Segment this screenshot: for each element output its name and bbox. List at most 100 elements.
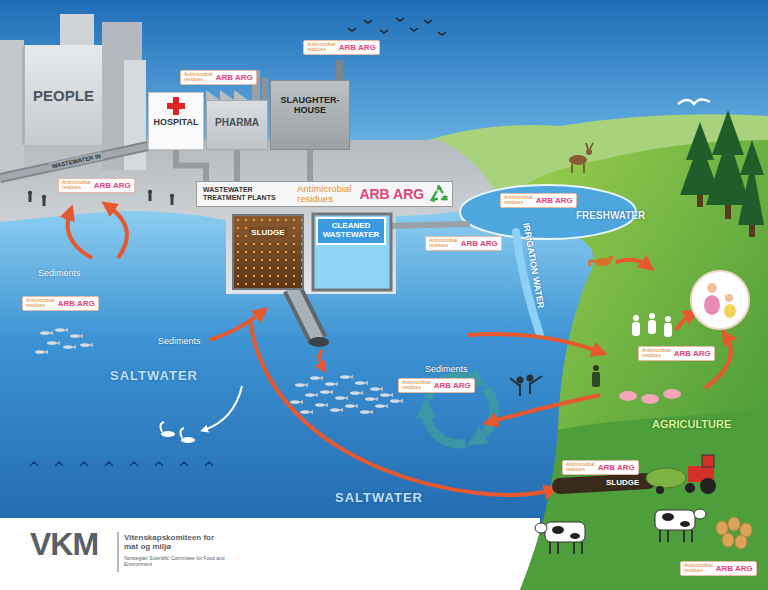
region-label: SALTWATER xyxy=(335,490,423,505)
outflow-pipe xyxy=(386,224,470,226)
pharma-factory: PHARMA xyxy=(206,100,268,150)
worker xyxy=(632,322,640,336)
building-label: SLAUGHTER- HOUSE xyxy=(274,95,346,116)
fish-school xyxy=(365,397,378,401)
logo-subtitle: Vitenskapskomiteen for mat og miljø xyxy=(124,534,220,552)
logo-text: VKM xyxy=(30,528,98,560)
cow-patch xyxy=(662,513,674,521)
wastewater-pipe xyxy=(0,146,148,178)
person xyxy=(28,191,32,195)
tree-trunk xyxy=(749,225,755,237)
waves xyxy=(30,462,213,466)
deer xyxy=(569,143,593,173)
drain-pipe xyxy=(176,150,206,181)
resistance-text: ARB ARG xyxy=(434,381,471,390)
fish-school xyxy=(55,328,68,332)
farmer xyxy=(592,372,600,387)
chimney xyxy=(336,60,343,82)
residue-text: Antimicrobial residues xyxy=(402,380,431,391)
resistance-text: ARB ARG xyxy=(461,239,498,248)
recycle-arrows xyxy=(426,376,494,444)
resistance-text: ARB ARG xyxy=(674,349,711,358)
swan xyxy=(180,428,184,438)
deer xyxy=(572,143,593,173)
chimney xyxy=(262,78,268,100)
residue-text: Antimicrobial residues xyxy=(62,180,91,191)
cow-head xyxy=(694,509,706,519)
pasture xyxy=(520,410,768,590)
seagull xyxy=(678,99,710,104)
residue-text: Antimicrobial residues xyxy=(429,238,458,249)
child xyxy=(724,304,736,318)
wheel xyxy=(656,486,664,494)
hospital-building: HOSPITAL xyxy=(148,92,204,150)
deer xyxy=(586,149,592,155)
fox xyxy=(609,256,614,261)
logo-subtitle: Norwegian Scientific Committee for Food … xyxy=(124,556,234,568)
fish-school xyxy=(315,403,328,407)
tractor-cab xyxy=(702,455,714,467)
fish-school xyxy=(325,382,338,386)
flow-arrow xyxy=(319,350,323,368)
sediment-label: Sediments xyxy=(425,364,468,374)
migration-arrow xyxy=(204,386,242,430)
pig xyxy=(641,394,659,404)
farmer xyxy=(592,365,600,387)
resistance-text: ARB ARG xyxy=(716,564,753,573)
cow xyxy=(655,510,695,530)
egg xyxy=(735,535,747,549)
wheel xyxy=(685,483,695,493)
flow-arrow xyxy=(490,395,600,422)
fish-school xyxy=(305,393,318,397)
residue-badge: Antimicrobial residuesARB ARG xyxy=(303,40,380,55)
fish-school xyxy=(70,334,83,338)
flow-arrow xyxy=(676,314,692,330)
stream-label: IRRIGATION WATER xyxy=(521,222,546,309)
recycle-symbol xyxy=(432,187,446,199)
fish-school xyxy=(330,408,343,412)
cows xyxy=(535,509,706,554)
resistance-text: ARB ARG xyxy=(58,299,95,308)
fisherman xyxy=(518,378,523,383)
residue-text: Antimicrobial residues xyxy=(26,298,55,309)
residue-text: Antimicrobial residues xyxy=(297,184,351,204)
person xyxy=(171,198,174,205)
mother-and-child xyxy=(691,271,749,329)
flow-arrow xyxy=(68,212,92,258)
residue-badge: Antimicrobial residuesARB ARG xyxy=(680,561,757,576)
fish-school xyxy=(35,328,403,414)
resistance-text: ARB ARG xyxy=(598,463,635,472)
residue-badge: Antimicrobial residuesARB ARG xyxy=(58,178,135,193)
deer xyxy=(569,155,587,165)
fish-school xyxy=(295,383,308,387)
recycle-arrow xyxy=(477,388,494,439)
logo-ground xyxy=(0,518,540,590)
swan xyxy=(160,422,164,432)
fish-school xyxy=(390,399,403,403)
tree-trunk xyxy=(725,205,731,219)
worker xyxy=(648,320,656,334)
flow-arrow xyxy=(250,320,552,495)
worker xyxy=(649,313,655,319)
outlet-pipe xyxy=(292,288,318,340)
tank-label: CLEANED WASTEWATER xyxy=(320,222,382,240)
workers xyxy=(632,313,672,337)
fish-school xyxy=(370,387,383,391)
fish-school xyxy=(47,341,60,345)
hospital-cross xyxy=(167,103,185,109)
residue-badge: Antimicrobial residuesARB ARG xyxy=(180,70,257,85)
eggs xyxy=(716,517,752,549)
residue-text: Antimicrobial residues xyxy=(566,462,595,473)
sludge-tank: SLUDGE xyxy=(232,214,304,290)
swans xyxy=(160,386,242,443)
slurry-tank xyxy=(646,468,686,488)
flow-arrow xyxy=(468,334,600,352)
worker xyxy=(665,316,671,322)
cow-patch xyxy=(570,533,580,539)
cow-legs xyxy=(660,530,692,542)
cow xyxy=(545,522,585,542)
pigs xyxy=(619,389,681,404)
cow-legs xyxy=(550,542,582,554)
trees xyxy=(680,110,764,237)
